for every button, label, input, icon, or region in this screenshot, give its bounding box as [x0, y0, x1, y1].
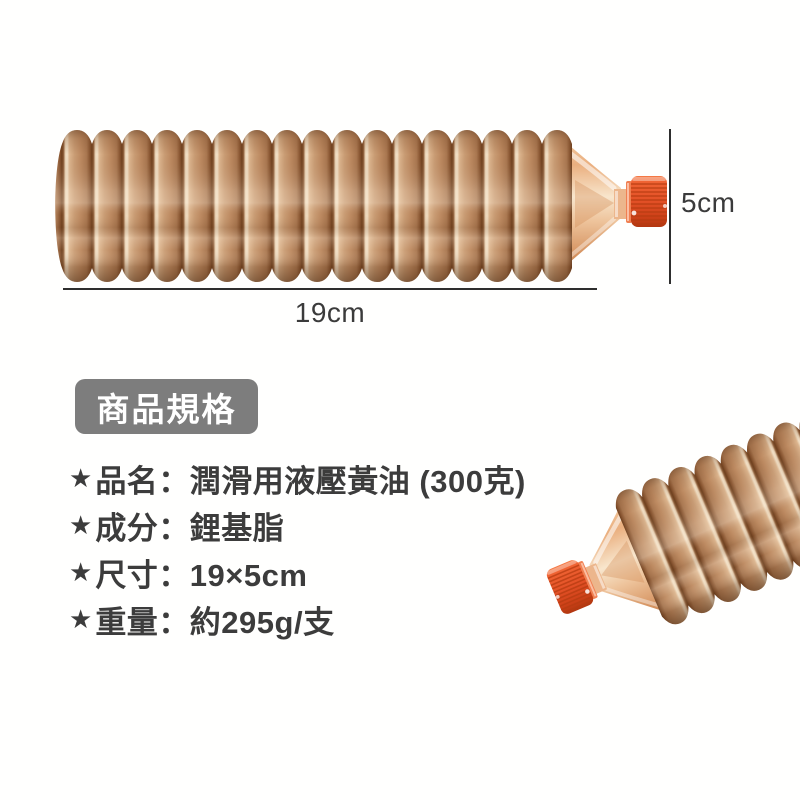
star-bullet-icon: ★	[69, 510, 93, 540]
spec-item-text: 尺寸：19×5cm	[95, 558, 308, 593]
spec-item-size: ★ 尺寸：19×5cm	[69, 549, 526, 596]
spec-item-text: 重量：約295g/支	[95, 605, 335, 640]
height-dimension-label: 5cm	[681, 187, 736, 218]
spec-heading-badge: 商品規格	[75, 379, 258, 434]
spec-item-product-name: ★ 品名：潤滑用液壓黃油 (300克)	[69, 455, 526, 502]
length-dimension-line	[63, 288, 597, 290]
spec-item-text: 成分：鋰基脂	[95, 511, 285, 546]
cartridge-photo-horizontal	[55, 130, 667, 282]
spec-list: ★ 品名：潤滑用液壓黃油 (300克) ★ 成分：鋰基脂 ★ 尺寸：19×5cm…	[69, 455, 526, 643]
length-dimension-label: 19cm	[294, 297, 366, 328]
height-dimension-line	[669, 129, 671, 284]
star-bullet-icon: ★	[69, 557, 93, 587]
spec-item-weight: ★ 重量：約295g/支	[69, 596, 526, 643]
star-bullet-icon: ★	[69, 604, 93, 634]
spec-item-ingredient: ★ 成分：鋰基脂	[69, 502, 526, 549]
cartridge-photo-angled	[528, 304, 800, 664]
star-bullet-icon: ★	[69, 463, 93, 493]
spec-item-text: 品名：潤滑用液壓黃油 (300克)	[95, 464, 526, 499]
